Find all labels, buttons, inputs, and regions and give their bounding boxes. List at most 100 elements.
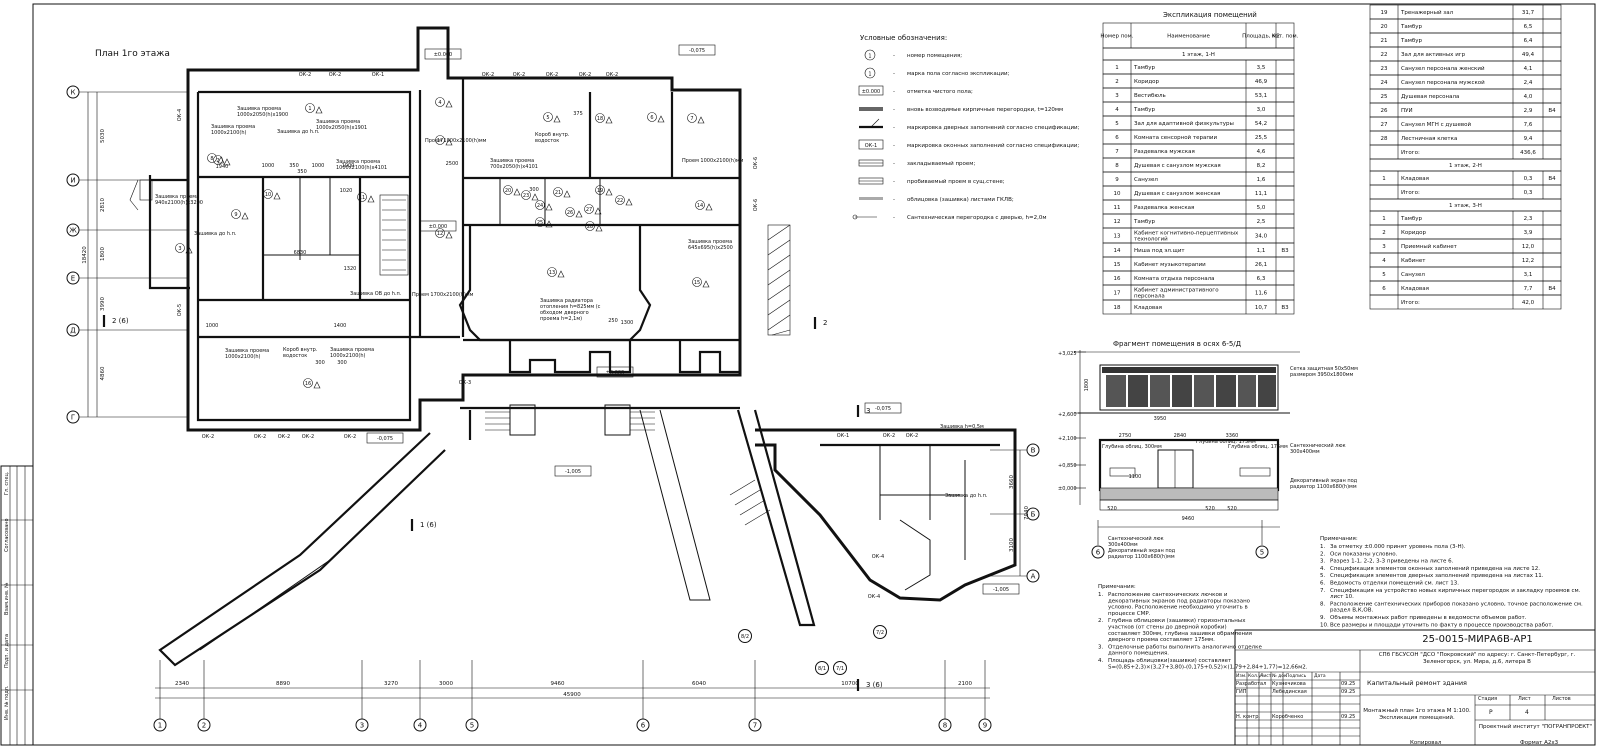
legend-dash: - <box>893 71 895 77</box>
legend-text: закладываемый проем; <box>907 160 975 167</box>
legend-text: маркировка дверных заполнений согласно с… <box>907 124 1080 131</box>
plan-annotation: Зашивка h=0,5м <box>940 424 984 430</box>
stamp-sheet-label: Лист <box>1518 696 1531 702</box>
section-mark: 3 (6) <box>866 681 883 689</box>
room-number: 11 <box>359 195 365 201</box>
window-mark: ОК-2 <box>278 434 290 440</box>
stamp-stage-label: Стадия <box>1478 696 1498 702</box>
room-number-tag <box>695 200 705 210</box>
fragment-dimension: 1800 <box>1084 379 1090 392</box>
explication-row: Зал для активных игр <box>1401 52 1466 58</box>
level-box <box>678 44 716 56</box>
room-number: 20 <box>505 188 511 194</box>
explication-total: Итого: <box>1401 150 1420 156</box>
room-number-tag <box>357 192 367 202</box>
explication-row: Тамбур <box>1133 219 1156 225</box>
axis-bubble <box>738 629 752 643</box>
explication-row: Санузел персонала мужской <box>1401 79 1485 86</box>
room-number-tag <box>175 243 185 253</box>
explication-row: 11 <box>1114 205 1121 211</box>
small-dimension: 1000 <box>206 323 219 329</box>
note-number: 3. <box>1098 644 1103 650</box>
floor-level: -0,075 <box>377 436 393 442</box>
small-dimension: 300 <box>315 360 325 366</box>
dimension: 2100 <box>958 681 972 687</box>
room-number-tag <box>521 190 531 200</box>
note-text: Расположение сантехнических приборов пок… <box>1330 601 1583 613</box>
room-number: 4 <box>438 100 441 106</box>
stamp-sheets-label: Листов <box>1552 696 1571 702</box>
explication-row: 9,4 <box>1524 136 1533 142</box>
explication-row: 27 <box>1381 122 1388 128</box>
axis-label: 7/2 <box>876 630 884 636</box>
axis-label: Б <box>1031 511 1036 519</box>
side-stamp-label: Гл. спец. <box>4 471 10 495</box>
legend-text: Сантехническая перегородка с дверью, h=2… <box>907 215 1047 221</box>
room-number: 26 <box>567 210 573 216</box>
room-number-tag <box>503 185 513 195</box>
building-walls <box>129 26 1017 667</box>
side-stamp-label: Инв. № подл. <box>4 685 10 720</box>
legend-title: Условные обозначения: <box>860 34 947 42</box>
explication-row: 6,3 <box>1257 276 1266 282</box>
small-dimension: 350 <box>297 169 307 175</box>
explication-row: 4,0 <box>1524 94 1533 100</box>
explication-row: 8 <box>1115 163 1119 169</box>
stamp-role-cell: Разработал <box>1236 681 1267 687</box>
room-number-tag <box>263 189 273 199</box>
room-number-tag <box>647 112 657 122</box>
table-header: Номер пом. <box>1100 34 1133 40</box>
room-number-tag <box>543 112 553 122</box>
window-mark: ОК-2 <box>329 72 341 78</box>
note-text: Все размеры и площади уточнить по факту … <box>1330 622 1554 628</box>
note-number: 10. <box>1320 622 1329 628</box>
window-mark: ОК-4 <box>868 594 880 600</box>
explication-row: 25 <box>1381 94 1388 100</box>
room-number: 16 <box>305 381 311 387</box>
legend-symbol: ОК-1 <box>865 143 877 149</box>
room-number-tag <box>231 209 241 219</box>
room-number: 1 <box>308 106 311 112</box>
note-text: Ведомость отделки помещений см. лист 13. <box>1330 580 1459 587</box>
explication-row: 18 <box>1114 305 1121 311</box>
window-mark: ОК-4 <box>872 554 884 560</box>
fragment-dimension: 3360 <box>1226 433 1239 439</box>
explication-row: 6 <box>1382 286 1386 292</box>
explication-row: 20 <box>1381 24 1388 30</box>
explication-row: 4,6 <box>1257 149 1266 155</box>
legend-text: облицовка (зашивка) листами ГКЛВ; <box>907 197 1014 203</box>
note-number: 1. <box>1098 592 1103 598</box>
small-dimension: 300 <box>529 187 539 193</box>
level-box <box>366 432 404 444</box>
explication-row: Вестибюль <box>1134 93 1166 99</box>
axis-label: К <box>71 89 76 97</box>
explication-row: Тамбур <box>1400 24 1423 30</box>
explication-row: 2,3 <box>1524 216 1533 222</box>
explication-row: В4 <box>1548 286 1556 292</box>
explication-row: 11,6 <box>1255 291 1268 297</box>
axis-label: Д <box>70 327 76 335</box>
level-box <box>982 583 1020 595</box>
dimension: 10700 <box>841 681 859 687</box>
room-number: 19 <box>597 188 603 194</box>
note-text: Объемы монтажных работ приведены в ведом… <box>1330 615 1527 621</box>
explication-row: 11,1 <box>1255 191 1267 197</box>
room-number-tag <box>305 103 315 113</box>
room-number-tag <box>595 185 605 195</box>
fragment-axis: 6 <box>1096 549 1101 557</box>
explication-row: 8,2 <box>1257 163 1266 169</box>
notes-left: Примечания:1.Расположение сантехнических… <box>1098 584 1308 670</box>
dimension: 4860 <box>100 366 106 380</box>
axis-label: Г <box>71 414 75 422</box>
explication-row: 3,1 <box>1524 272 1533 278</box>
explication-row: 2,5 <box>1257 219 1266 225</box>
dimension: 3990 <box>100 297 106 311</box>
fragment-drawing: +3,025+2,600+2,100+0,850±0,0001800395027… <box>1058 350 1358 560</box>
explication-row: 4 <box>1115 107 1119 113</box>
